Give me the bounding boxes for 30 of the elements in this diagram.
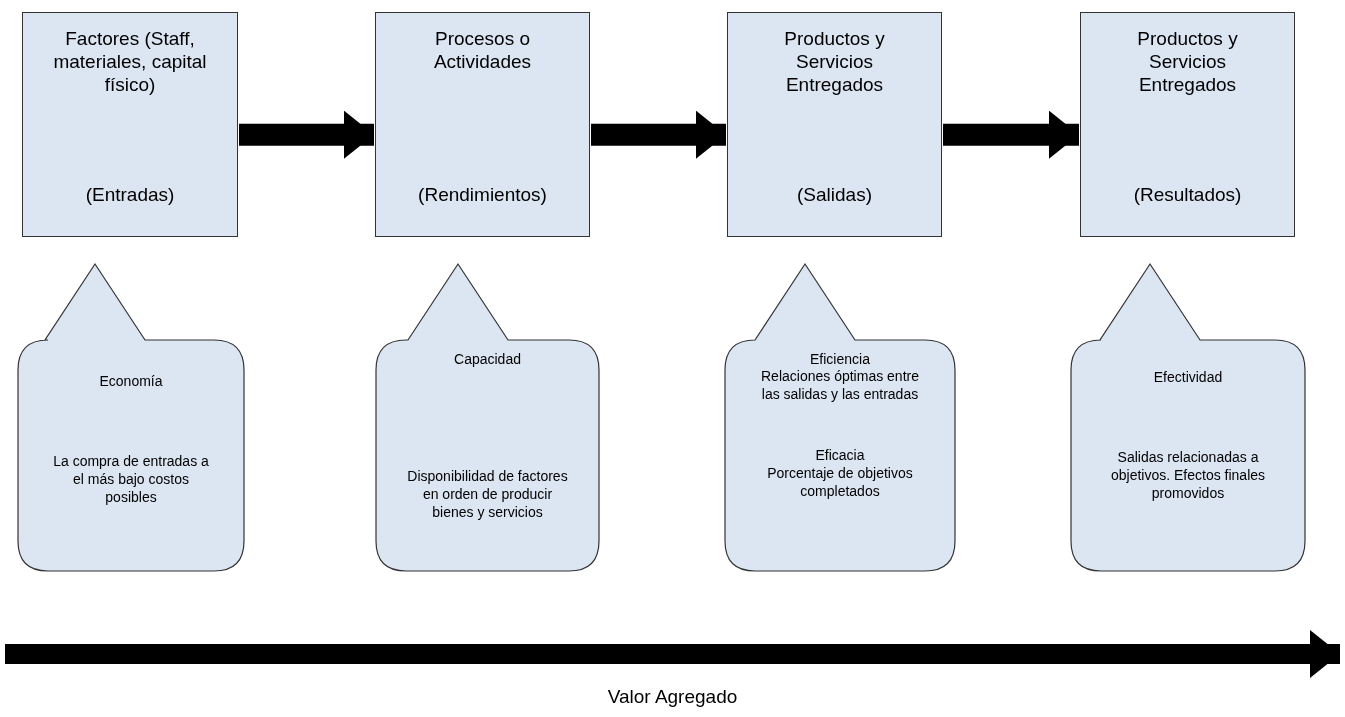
box-subtitle: (Entradas)	[84, 183, 176, 206]
box-title: Procesos o Actividades	[432, 27, 533, 73]
process-box	[727, 12, 942, 237]
process-box	[1080, 12, 1295, 237]
box-subtitle: (Salidas)	[796, 183, 873, 206]
box-title: Productos y Servicios Entregados	[1136, 27, 1239, 96]
speech-bubble	[724, 263, 956, 572]
callout-heading: Eficacia	[814, 446, 866, 464]
callout-text: Relaciones óptimas entre las salidas y las entradas	[760, 367, 920, 403]
callout-text: Disponibilidad de factores en orden de producir bienes y servicios	[406, 467, 569, 521]
axis-label: Valor Agregado	[606, 686, 739, 708]
arrow	[943, 110, 1079, 159]
callout-heading: Capacidad	[453, 350, 522, 368]
callout-text: Salidas relacionadas a objetivos. Efectos finales promovidos	[1109, 448, 1267, 502]
box-subtitle: (Rendimientos)	[417, 183, 548, 206]
arrow	[591, 110, 726, 159]
process-box	[22, 12, 238, 237]
speech-bubble	[17, 263, 245, 572]
arrow	[239, 110, 374, 159]
callout-heading: Eficiencia	[809, 350, 871, 368]
box-title: Factores (Staff, materiales, capital físico)	[52, 27, 208, 96]
callout-heading: Economía	[98, 372, 164, 390]
speech-bubble	[375, 263, 600, 572]
callout-heading: Efectividad	[1152, 368, 1224, 386]
speech-bubble	[1070, 263, 1306, 572]
process-box	[375, 12, 590, 237]
callout-text: Porcentaje de objetivos completados	[766, 464, 914, 500]
box-title: Productos y Servicios Entregados	[783, 27, 886, 96]
callout-text: La compra de entradas a el más bajo costos posibles	[52, 452, 210, 506]
box-subtitle: (Resultados)	[1132, 183, 1243, 206]
